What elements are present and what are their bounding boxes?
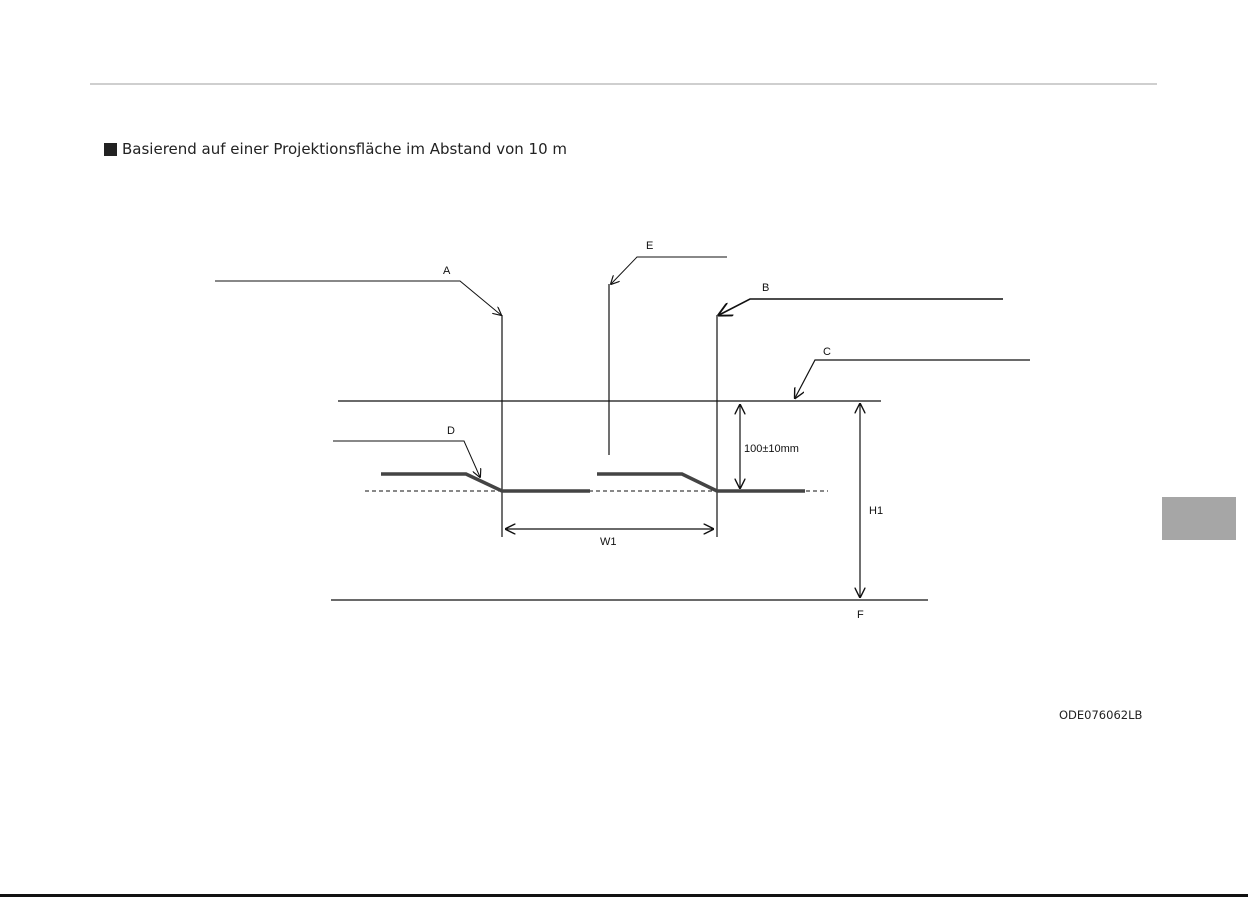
- figure-code: ODE076062LB: [1059, 708, 1143, 722]
- leader-b: [719, 298, 1003, 315]
- header-rule: [90, 83, 1157, 85]
- label-d: D: [447, 425, 455, 437]
- label-f: F: [857, 609, 864, 621]
- cutoff-line-left: [381, 472, 590, 493]
- bottom-border: [0, 894, 1248, 897]
- label-b: B: [762, 282, 769, 294]
- label-h1: H1: [869, 505, 883, 517]
- square-bullet-icon: [104, 142, 117, 156]
- leader-e: [611, 256, 727, 284]
- label-c: C: [823, 346, 831, 358]
- label-e: E: [646, 240, 653, 252]
- leader-c: [795, 359, 1030, 398]
- label-tolerance: 100±10mm: [744, 443, 799, 455]
- label-w1: W1: [600, 536, 617, 548]
- chapter-tab: [1162, 497, 1236, 540]
- label-a: A: [443, 265, 451, 277]
- cutoff-line-right: [597, 472, 805, 493]
- leader-d: [333, 440, 480, 477]
- heading-text: Basierend auf einer Projektionsfläche im…: [122, 140, 567, 158]
- leader-a: [215, 280, 501, 315]
- section-heading: Basierend auf einer Projektionsfläche im…: [104, 140, 567, 158]
